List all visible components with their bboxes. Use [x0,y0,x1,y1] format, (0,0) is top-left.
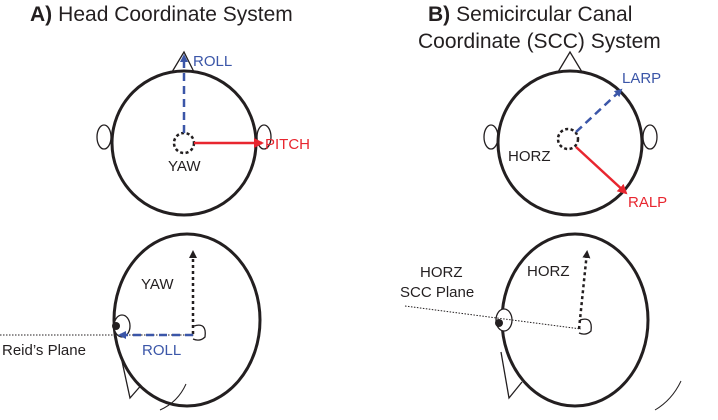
nose-shape-side-b [500,351,523,400]
yaw-label-top: YAW [168,158,201,175]
scc-plane-line [404,305,582,330]
horz-axis-circle [556,127,580,151]
roll-label-side: ROLL [142,342,181,359]
larp-axis-arrow [575,88,623,133]
right-ear-b [642,124,658,150]
panel-a: A) Head Coordinate System ROLL PITCH YAW [0,3,310,411]
nose-shape-b [557,50,583,73]
yaw-label-side: YAW [141,276,174,293]
ear-side-b [578,318,592,335]
left-ear [96,124,112,150]
scc-plane-label-line1: HORZ [420,264,463,281]
pitch-label: PITCH [265,136,310,153]
ralp-axis-arrow [575,146,628,195]
panel-b-title-line2: Coordinate (SCC) System [418,30,661,53]
panel-a-letter: A) [30,3,52,26]
horz-axis-arrow-side [577,250,591,330]
eye-pupil [112,322,120,330]
panel-b: B) Semicircular Canal Coordinate (SCC) Sy… [400,3,682,411]
panel-a-title: A) Head Coordinate System [30,3,293,26]
head-top-view-b: LARP HORZ RALP [483,50,667,217]
panel-a-title-text: Head Coordinate System [58,3,293,26]
horz-label-top: HORZ [508,148,551,165]
panel-b-letter: B) [428,3,450,26]
roll-label-top: ROLL [193,53,232,70]
reids-plane-label: Reid’s Plane [2,342,86,359]
head-oval-side-b [500,232,650,408]
larp-label: LARP [622,70,661,87]
panel-b-title-text: Semicircular Canal [456,3,632,26]
head-oval-side [112,232,262,408]
jaw-line [159,383,187,411]
head-circle-b [496,69,644,217]
jaw-line-b [654,380,682,411]
head-side-view-a: YAW ROLL Reid’s Plane [0,232,262,411]
ralp-label: RALP [628,194,667,211]
eye-pupil-b [495,319,503,327]
scc-plane-label-line2: SCC Plane [400,284,474,301]
ear-side [192,324,206,341]
horz-label-side: HORZ [527,263,570,280]
left-ear-b [483,124,499,150]
head-side-view-b: HORZ HORZ SCC Plane [400,232,682,411]
head-top-view-a: ROLL PITCH YAW [96,50,310,217]
panel-b-title-line1: B) Semicircular Canal [428,3,632,26]
